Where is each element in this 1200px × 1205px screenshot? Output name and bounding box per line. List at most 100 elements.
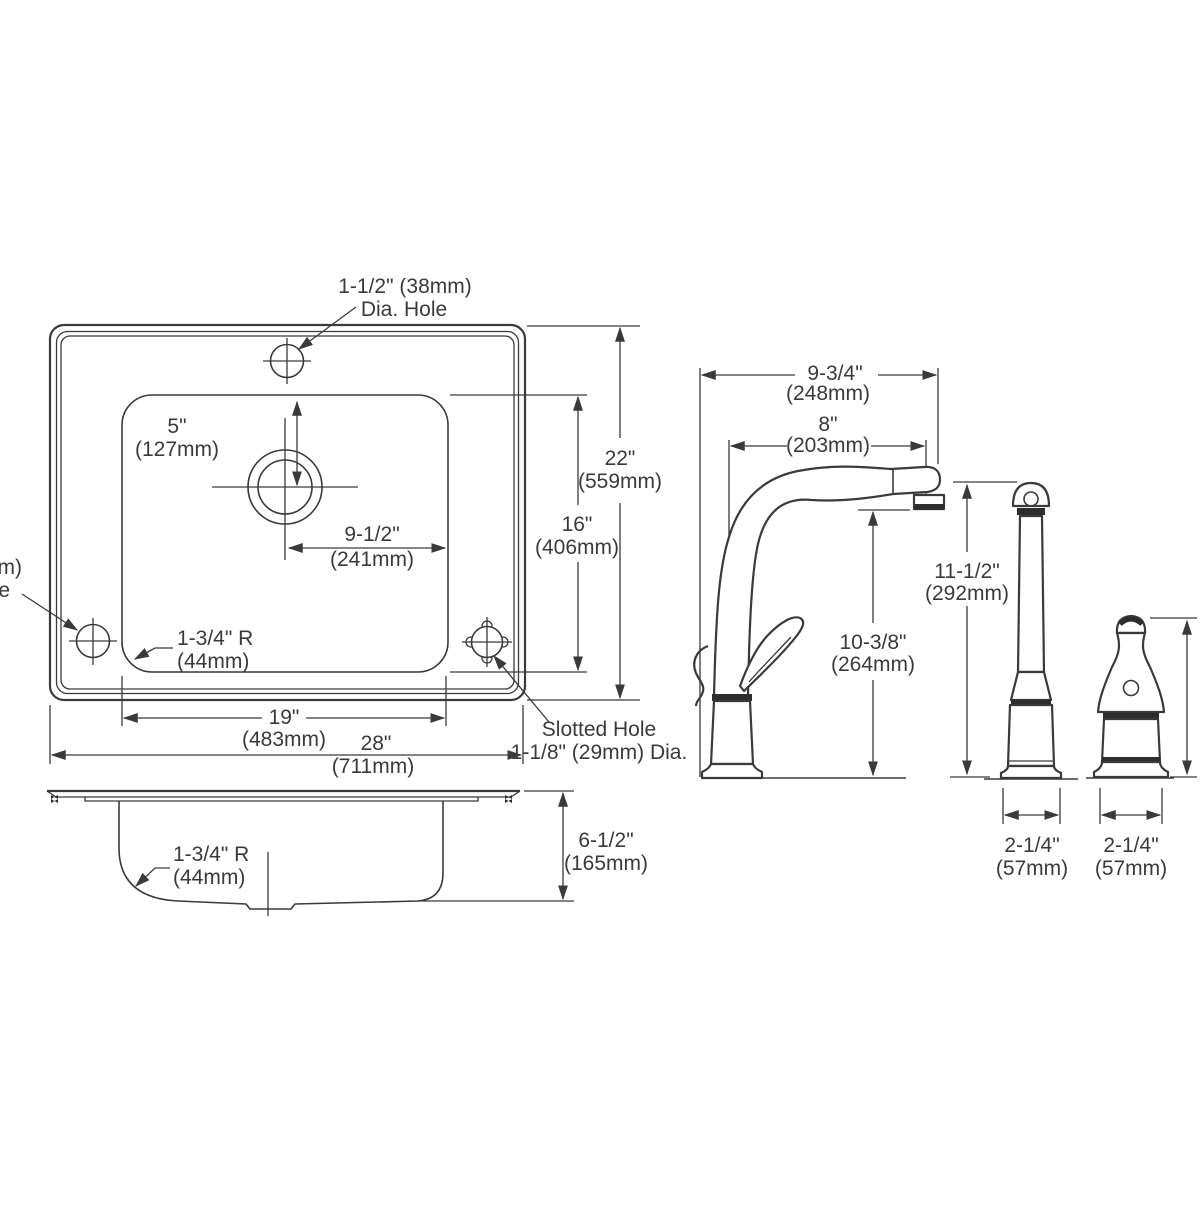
clip-mark: [51, 795, 58, 803]
dim-16-mm: (406mm): [535, 536, 619, 559]
dim-width-in: 9-3/4": [807, 362, 862, 385]
faucet-hole-note-text: Dia. Hole: [361, 298, 447, 321]
dim-bowl-top-to-drain: 5" (127mm): [135, 400, 302, 487]
aerator-band: [914, 504, 944, 510]
rim-taper-left: [46, 790, 57, 798]
dim-width-mm: (248mm): [786, 382, 870, 405]
handle-accent-line: [748, 636, 792, 683]
sink-side-view: 1-3/4" R (44mm) 6-1/2" (165mm): [46, 789, 648, 916]
dim-spout-reach: 8" (203mm): [728, 413, 927, 582]
dim-9-5-in: 9-1/2": [344, 523, 399, 546]
faucet-handle-lever: [738, 616, 805, 693]
handle-base-band: [1102, 757, 1160, 762]
dim-sink-depth: 6-1/2" (165mm): [524, 790, 648, 901]
faucet-hole: [263, 338, 311, 384]
dim-base-spray-mm: (57mm): [1095, 857, 1167, 880]
dim-faucet-overall-reach: 9-3/4" (248mm): [699, 362, 939, 777]
dim-reach-in: 8": [818, 413, 837, 436]
dim-height-in: 11-1/2": [934, 560, 999, 583]
crop-mask: [315, 254, 500, 278]
dim-22-mm: (559mm): [578, 470, 662, 493]
spout-cap-dome: [1011, 481, 1051, 508]
side-radius-mm: (44mm): [173, 866, 245, 889]
dim-spout-mm: (264mm): [831, 653, 915, 676]
column-base-plate: [999, 764, 1063, 780]
dim-base-faucet-mm: (57mm): [996, 857, 1068, 880]
slotted-hole-note: Slotted Hole 1-1/8" (29mm) Dia.: [493, 655, 688, 764]
column-band: [1011, 700, 1051, 705]
dim-19-mm: (483mm): [242, 728, 326, 751]
dim-28-in: 28": [361, 732, 392, 755]
slotted-hole: [462, 617, 512, 667]
radius-in: 1-3/4" R: [177, 627, 253, 650]
column-tube: [1016, 514, 1046, 674]
dim-sink-front-back: 22" (559mm): [527, 325, 662, 701]
clip-mark: [505, 795, 512, 803]
dim-handle-height: [1150, 617, 1197, 778]
spray-hose-loop: [693, 644, 709, 707]
dim-28-mm: (711mm): [332, 755, 414, 778]
slotted-note-l1: Slotted Hole: [542, 718, 656, 741]
faucet-hole-note: 1-1/2" (38mm) Dia. Hole: [297, 254, 500, 350]
left-accessory-hole: [69, 618, 117, 665]
left-hole-note: mm) e: [0, 556, 79, 631]
side-radius-in: 1-3/4" R: [173, 843, 249, 866]
dim-depth-in: 6-1/2": [578, 829, 633, 852]
slotted-note-l2: 1-1/8" (29mm) Dia.: [511, 741, 688, 764]
faucet-hole-leader: [297, 306, 357, 350]
faucet-hole-note-size: 1-1/2" (38mm): [338, 275, 472, 298]
left-hole-crosshair: [69, 618, 117, 665]
dim-bowl-width: 19" (483mm): [121, 676, 447, 751]
dim-faucet-base-width: 2-1/4" (57mm): [996, 788, 1068, 880]
dim-depth-mm: (165mm): [564, 852, 648, 875]
faucet-base-plinth: [709, 699, 755, 766]
sink-rim-outer-outline: [48, 323, 527, 702]
drain-crosshair: [212, 418, 358, 560]
left-hole-leader: [21, 593, 79, 631]
bowl-profile: [118, 801, 444, 910]
dim-bowl-front-back: 16" (406mm): [450, 394, 619, 673]
dim-spout-in: 10-3/8": [840, 631, 907, 654]
dim-reach-mm: (203mm): [786, 434, 870, 457]
rim-taper-right: [510, 790, 521, 798]
deck-step-line: [84, 797, 479, 802]
side-radius-note: 1-3/4" R (44mm): [135, 843, 249, 889]
sink-bowl-outline: [121, 394, 449, 673]
slotted-hole-crosshair: [462, 617, 512, 667]
dim-9-5-mm: (241mm): [330, 548, 414, 571]
column-cone: [1009, 670, 1053, 702]
left-hole-note-text: e: [0, 579, 10, 602]
handle-base-cylinder: [1100, 717, 1162, 764]
radius-leader: [133, 647, 173, 660]
bowl-corner-radius-note: 1-3/4" R (44mm): [133, 627, 253, 673]
base-collar-band: [712, 694, 752, 701]
faucet-side-view: 9-3/4" (248mm) 8" (203mm): [693, 362, 1017, 780]
dim-faucet-overall-height: 11-1/2" (292mm): [925, 481, 1017, 778]
mounting-clip-left: [51, 795, 58, 803]
dim-base-faucet-in: 2-1/4": [1004, 834, 1059, 857]
faucet-body: [693, 465, 946, 780]
handle-bell: [1096, 631, 1166, 714]
cap-collar-band: [1017, 508, 1045, 515]
mounting-clip-right: [505, 795, 512, 803]
slotted-hole-leader: [493, 655, 550, 723]
bell-hole: [1122, 679, 1140, 697]
gooseneck-spout: [712, 465, 942, 699]
dim-spout-height: 10-3/8" (264mm): [831, 509, 915, 777]
dim-base-spray-in: 2-1/4": [1103, 834, 1158, 857]
sink-top-view: 1-1/2" (38mm) Dia. Hole mm) e 5" (127mm)…: [0, 254, 687, 778]
handle-base-plate: [1092, 760, 1170, 779]
dim-16-in: 16": [562, 513, 593, 536]
knob-dark-cap: [1118, 616, 1144, 626]
dim-drain-to-bowl-right: 9-1/2" (241mm): [287, 523, 447, 571]
faucet-front-view: 2-1/4" (57mm): [984, 481, 1078, 880]
left-hole-note-size: mm): [0, 556, 22, 579]
spray-handle-view: 2-1/4" (57mm): [1086, 614, 1197, 880]
handle-collar-band: [1103, 713, 1159, 719]
faucet-hole-crosshair: [263, 338, 311, 384]
dim-height-mm: (292mm): [925, 582, 1009, 605]
column-base-cylinder: [1006, 703, 1056, 768]
